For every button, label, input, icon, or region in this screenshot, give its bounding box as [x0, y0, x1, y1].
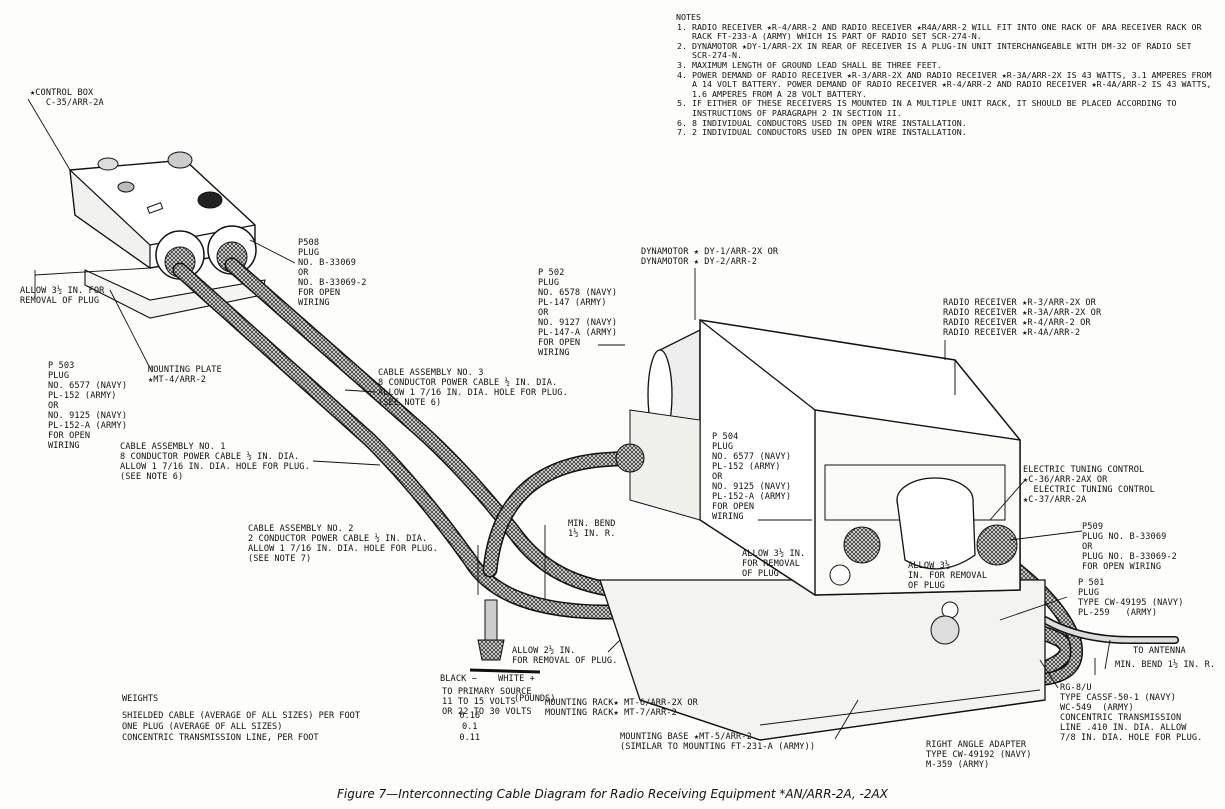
notes-list: RADIO RECEIVER ★R-4/ARR-2 AND RADIO RECE…: [676, 22, 1212, 138]
label-p504: P 504 PLUG NO. 6577 (NAVY) PL-152 (ARMY)…: [712, 432, 792, 522]
leader-lines: [27, 98, 1111, 740]
weights-item: CONCENTRIC TRANSMISSION LINE, PER FOOT: [122, 733, 319, 743]
label-p508: P508 PLUG NO. B-33069 OR NO. B-33069-2 F…: [298, 238, 367, 308]
label-mounting-rack: MOUNTING RACK★ MT-6/ARR-2X OR MOUNTING R…: [545, 698, 698, 718]
weights-value: 0.16: [459, 711, 481, 721]
label-electric-tuning: ELECTRIC TUNING CONTROL ★C-36/ARR-2AX OR…: [1023, 465, 1155, 505]
label-radio-receiver: RADIO RECEIVER ★R-3/ARR-2X OR RADIO RECE…: [943, 298, 1102, 338]
note-item: 8 INDIVIDUAL CONDUCTORS USED IN OPEN WIR…: [692, 118, 1212, 129]
note-item: MAXIMUM LENGTH OF GROUND LEAD SHALL BE T…: [692, 60, 1212, 71]
label-min-bend-mid: MIN. BEND 1½ IN. R.: [568, 519, 616, 539]
control-box: [69, 151, 256, 270]
ground-post: [469, 599, 541, 674]
label-p502: P 502 PLUG NO. 6578 (NAVY) PL-147 (ARMY)…: [538, 268, 618, 358]
label-allow-mid: ALLOW 3½ IN. FOR REMOVAL OF PLUG: [742, 549, 806, 579]
label-mounting-base: MOUNTING BASE ★MT-5/ARR-2 (SIMILAR TO MO…: [620, 732, 816, 752]
weights-value: 0.1: [461, 722, 478, 732]
label-allow-right: ALLOW 3½ IN. FOR REMOVAL OF PLUG: [908, 561, 988, 591]
notes-block: NOTES RADIO RECEIVER ★R-4/ARR-2 AND RADI…: [676, 12, 1212, 138]
weights-item: SHIELDED CABLE (AVERAGE OF ALL SIZES) PE…: [122, 711, 360, 721]
note-item: IF EITHER OF THESE RECEIVERS IS MOUNTED …: [692, 98, 1212, 118]
label-p503: P 503 PLUG NO. 6577 (NAVY) PL-152 (ARMY)…: [48, 361, 128, 451]
receiver-connectors: [615, 443, 1018, 645]
label-allow-plug-left: ALLOW 3½ IN. FOR REMOVAL OF PLUG: [20, 286, 105, 306]
label-black-white: BLACK − WHITE +: [440, 674, 535, 684]
weights-item: ONE PLUG (AVERAGE OF ALL SIZES): [122, 722, 283, 732]
label-dynamotor: DYNAMOTOR ★ DY-1/ARR-2X OR DYNAMOTOR ★ D…: [641, 247, 779, 267]
weights-unit: (POUNDS): [514, 694, 556, 704]
label-cable-assembly-1: CABLE ASSEMBLY NO. 1 8 CONDUCTOR POWER C…: [120, 442, 310, 482]
label-allow-low: ALLOW 2½ IN. FOR REMOVAL OF PLUG.: [512, 646, 618, 666]
weights-title: WEIGHTS: [122, 694, 159, 704]
label-min-bend-right: MIN. BEND 1½ IN. R.: [1115, 660, 1216, 670]
note-item: POWER DEMAND OF RADIO RECEIVER ★R-3/ARR-…: [692, 70, 1212, 100]
note-item: DYNAMOTOR ★DY-1/ARR-2X IN REAR OF RECEIV…: [692, 41, 1212, 61]
note-item: RADIO RECEIVER ★R-4/ARR-2 AND RADIO RECE…: [692, 22, 1212, 42]
note-item: 2 INDIVIDUAL CONDUCTORS USED IN OPEN WIR…: [692, 128, 1212, 138]
figure-caption: Figure 7—Interconnecting Cable Diagram f…: [337, 787, 888, 801]
electric-tuning-control: [896, 477, 976, 570]
label-p501: P 501 PLUG TYPE CW-49195 (NAVY) PL-259 (…: [1078, 578, 1184, 618]
label-cable-assembly-3: CABLE ASSEMBLY NO. 3 8 CONDUCTOR POWER C…: [378, 368, 568, 408]
label-cable-assembly-2: CABLE ASSEMBLY NO. 2 2 CONDUCTOR POWER C…: [248, 524, 438, 564]
weights-table: WEIGHTS (POUNDS) SHIELDED CABLE (AVERAGE…: [122, 694, 559, 744]
label-right-angle-adapter: RIGHT ANGLE ADAPTER TYPE CW-49192 (NAVY)…: [926, 740, 1032, 770]
label-rg8u: RG-8/U TYPE CASSF-50-1 (NAVY) WC-549 (AR…: [1060, 683, 1203, 743]
label-control-box: ★CONTROL BOX C-35/ARR-2A: [30, 88, 104, 108]
label-primary-source: TO PRIMARY SOURCE 11 TO 15 VOLTS OR 22 T…: [442, 687, 532, 717]
notes-heading: NOTES: [676, 12, 701, 22]
label-to-antenna: TO ANTENNA: [1133, 646, 1186, 656]
label-mounting-plate: MOUNTING PLATE ★MT-4/ARR-2: [148, 365, 222, 385]
weights-value: 0.11: [459, 733, 481, 743]
control-box-connectors: [155, 225, 257, 280]
label-p509: P509 PLUG NO. B-33069 OR PLUG NO. B-3306…: [1082, 522, 1177, 572]
